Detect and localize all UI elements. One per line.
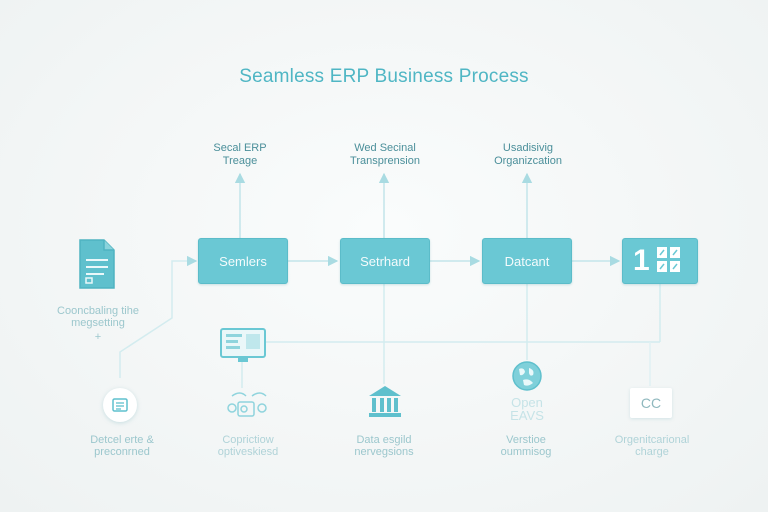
bottom-label-1-line1: Detcel erte & [90,434,154,446]
bottom-label-5: Orgenitcarional charge [600,434,704,458]
bottom-label-1: Detcel erte & preconrned [72,434,172,458]
top-label-1: Secal ERP Treage [190,142,290,168]
globe-icon [511,360,543,392]
top-label-3-line1: Usadisivig [502,142,554,154]
globe-text-line2: EAVS [510,408,544,423]
bottom-label-5-line1: Orgenitcarional [614,434,690,446]
top-label-1-line1: Secal ERP [213,142,267,154]
bottom-label-2-line2: optiveskiesd [217,446,279,458]
process-box-3-label: Datcant [504,253,550,269]
process-box-3[interactable]: Datcant [482,238,572,284]
top-label-2: Wed Secinal Transprension [330,142,440,168]
globe-text-line1: Open [511,395,543,410]
bottom-label-2: Coprictiow optiveskiesd [198,434,298,458]
final-box-digit: 1 [633,244,650,277]
cc-icon: CC [630,388,672,418]
cc-icon-text: CC [640,395,662,411]
process-box-2[interactable]: Setrhard [340,238,430,284]
top-label-2-line2: Transprension [350,155,420,167]
final-box[interactable]: 1 [622,238,698,284]
list-icon [103,388,137,422]
bottom-label-5-line2: charge [635,446,669,458]
grid-icon [656,246,682,277]
process-box-2-label: Setrhard [360,253,410,269]
bottom-label-3-line2: nervegsions [354,446,414,458]
document-label: Cooncbaling tihe megsetting + [40,305,156,343]
workflow-icon [226,390,270,420]
bottom-label-1-line2: preconrned [94,446,150,458]
connector-left [119,255,198,378]
document-label-line1: Cooncbaling tihe [57,305,139,317]
top-label-3: Usadisivig Organizcation [472,142,584,168]
bottom-label-2-line1: Coprictiow [222,434,274,446]
bottom-label-3-line1: Data esgild [356,434,412,446]
bottom-label-4: Verstioe oummisog [476,434,576,458]
process-box-1[interactable]: Semlers [198,238,288,284]
diagram-title: Seamless ERP Business Process [239,66,529,87]
bank-icon [367,384,403,418]
monitor-icon [220,328,266,364]
top-label-3-line2: Organizcation [494,155,562,167]
bottom-label-3: Data esgild nervegsions [334,434,434,458]
bottom-label-4-line1: Verstioe [506,434,546,446]
document-label-plus: + [94,331,102,343]
document-label-line2: megsetting [71,317,125,329]
process-box-1-label: Semlers [219,253,267,269]
bottom-label-4-line2: oummisog [500,446,552,458]
top-label-1-line2: Treage [222,155,258,167]
globe-text: Open EAVS [496,396,558,422]
document-icon [78,238,116,290]
top-label-2-line1: Wed Secinal [354,142,416,154]
